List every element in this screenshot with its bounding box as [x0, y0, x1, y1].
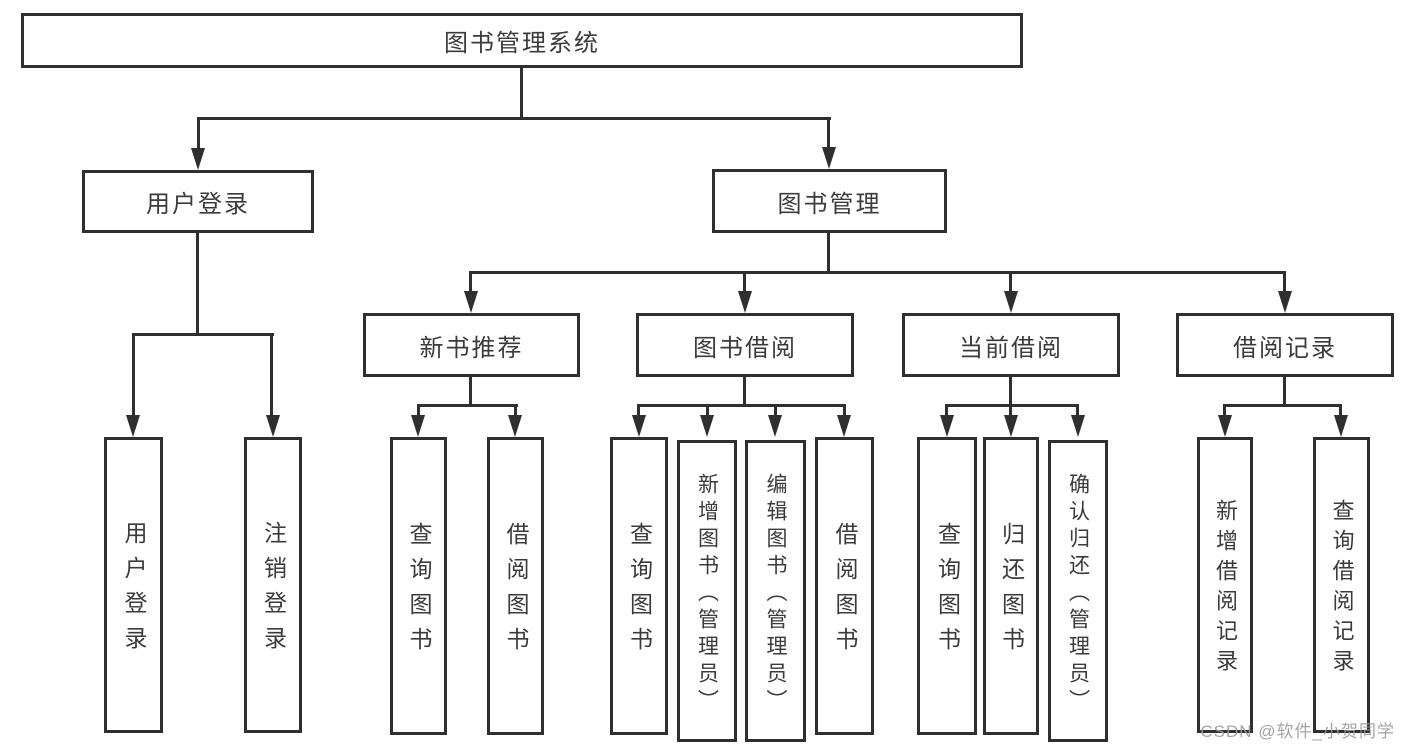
arrowhead-borrow-records-icon — [1278, 291, 1292, 313]
node-book-borrow-label: 图书借阅 — [693, 334, 797, 362]
arrowhead-br-query-icon — [1334, 415, 1348, 437]
edge-current-borrow-branch — [945, 404, 1079, 407]
node-borrow-records-label: 借阅记录 — [1233, 334, 1337, 362]
arrowhead-bb-borrow-icon — [837, 415, 851, 437]
leaf-logout-label: 注销登录 — [260, 521, 287, 661]
node-user-login-label: 用户登录 — [146, 191, 250, 218]
edge-stem-cb-confirm — [1076, 404, 1079, 417]
node-book-management: 图书管理 — [712, 169, 947, 233]
leaf-bb-query-books: 查询图书 — [610, 437, 668, 735]
edge-stem-nb-query — [417, 404, 420, 417]
leaf-bb-add-book-admin: 新增图书（管理员） — [677, 440, 737, 742]
arrowhead-book-borrow-icon — [738, 291, 752, 313]
edge-new-book-stem — [469, 377, 472, 407]
leaf-cb-query-books: 查询图书 — [917, 437, 977, 735]
leaf-br-query-record-label: 查询借阅记录 — [1329, 499, 1355, 679]
node-new-book-recommend-label: 新书推荐 — [419, 334, 524, 362]
node-new-book-recommend: 新书推荐 — [363, 313, 580, 377]
node-current-borrow: 当前借阅 — [902, 313, 1120, 377]
arrowhead-nb-query-icon — [411, 415, 425, 437]
edge-stem-bb-edit — [774, 404, 777, 417]
arrowhead-bb-query-icon — [632, 415, 646, 437]
leaf-nb-query-books-label: 查询图书 — [406, 522, 432, 662]
node-book-management-label: 图书管理 — [777, 190, 882, 218]
edge-user-login-stem — [196, 233, 199, 335]
edge-stem-br-add — [1223, 404, 1226, 417]
arrowhead-cb-confirm-icon — [1071, 415, 1085, 437]
edge-root-branch — [197, 117, 831, 120]
arrowhead-leaf-user-login-icon — [126, 415, 140, 437]
leaf-bb-borrow-books: 借阅图书 — [815, 437, 874, 735]
edge-stem-br-query — [1339, 404, 1342, 417]
leaf-br-query-record: 查询借阅记录 — [1313, 437, 1370, 733]
arrowhead-cb-return-icon — [1004, 415, 1018, 437]
edge-stem-leaf-logout — [270, 333, 273, 417]
edge-stem-book-borrow — [743, 271, 746, 295]
edge-user-login-branch — [132, 333, 274, 336]
arrowhead-current-borrow-icon — [1004, 291, 1018, 313]
edge-book-borrow-stem — [743, 377, 746, 407]
leaf-bb-query-books-label: 查询图书 — [626, 522, 653, 662]
node-root-system: 图书管理系统 — [21, 13, 1023, 68]
leaf-nb-query-books: 查询图书 — [390, 437, 447, 735]
leaf-cb-return-book-label: 归还图书 — [998, 522, 1025, 662]
edge-stem-current-borrow — [1009, 271, 1012, 295]
node-user-login: 用户登录 — [82, 170, 314, 233]
arrowhead-user-login-icon — [191, 148, 205, 170]
leaf-cb-confirm-return-admin: 确认归还（管理员） — [1048, 440, 1108, 742]
arrowhead-br-add-icon — [1218, 415, 1232, 437]
edge-stem-bb-borrow — [843, 404, 846, 417]
csdn-watermark: CSDN @软件_小贺同学 — [1200, 722, 1395, 741]
edge-stem-bb-add — [706, 404, 709, 417]
edge-stem-cb-return — [1009, 404, 1012, 417]
leaf-cb-return-book: 归还图书 — [983, 437, 1039, 735]
leaf-br-add-record-label: 新增借阅记录 — [1213, 499, 1238, 679]
edge-stem-new-book — [469, 271, 472, 295]
leaf-nb-borrow-books: 借阅图书 — [487, 437, 544, 735]
leaf-cb-query-books-label: 查询图书 — [934, 522, 961, 662]
node-current-borrow-label: 当前借阅 — [959, 334, 1063, 362]
edge-new-book-branch — [417, 404, 518, 407]
leaf-bb-edit-book-admin-label: 编辑图书（管理员） — [764, 472, 787, 716]
edge-borrow-records-stem — [1283, 377, 1286, 407]
leaf-bb-add-book-admin-label: 新增图书（管理员） — [695, 472, 719, 716]
leaf-nb-borrow-books-label: 借阅图书 — [503, 522, 529, 662]
arrowhead-bb-edit-icon — [768, 415, 782, 437]
edge-stem-user-login — [197, 117, 200, 151]
leaf-bb-edit-book-admin: 编辑图书（管理员） — [745, 440, 806, 742]
leaf-user-login-label: 用户登录 — [121, 521, 147, 661]
edge-borrow-records-branch — [1223, 404, 1342, 407]
leaf-br-add-record: 新增借阅记录 — [1197, 437, 1253, 733]
arrowhead-leaf-logout-icon — [266, 415, 280, 437]
arrowhead-nb-borrow-icon — [508, 415, 522, 437]
leaf-user-login: 用户登录 — [104, 437, 163, 733]
arrowhead-book-management-icon — [822, 147, 836, 169]
arrowhead-cb-query-icon — [940, 415, 954, 437]
edge-stem-bb-query — [637, 404, 640, 417]
edge-book-management-stem — [827, 233, 830, 274]
node-root-system-label: 图书管理系统 — [444, 30, 600, 57]
node-book-borrow: 图书借阅 — [636, 313, 854, 377]
leaf-bb-borrow-books-label: 借阅图书 — [832, 522, 858, 662]
edge-stem-nb-borrow — [514, 404, 517, 417]
edge-book-borrow-branch — [637, 404, 846, 407]
arrowhead-bb-add-icon — [700, 415, 714, 437]
arrowhead-new-book-icon — [464, 291, 478, 313]
leaf-logout: 注销登录 — [244, 437, 302, 733]
leaf-cb-confirm-return-admin-label: 确认归还（管理员） — [1066, 472, 1090, 716]
edge-stem-leaf-user-login — [132, 333, 135, 417]
edge-current-borrow-stem — [1009, 377, 1012, 407]
edge-root-stem — [520, 68, 523, 119]
edge-book-management-branch — [469, 271, 1286, 274]
edge-stem-cb-query — [945, 404, 948, 417]
edge-stem-book-management — [827, 117, 830, 151]
edge-stem-borrow-records — [1283, 271, 1286, 295]
node-borrow-records: 借阅记录 — [1176, 313, 1394, 377]
